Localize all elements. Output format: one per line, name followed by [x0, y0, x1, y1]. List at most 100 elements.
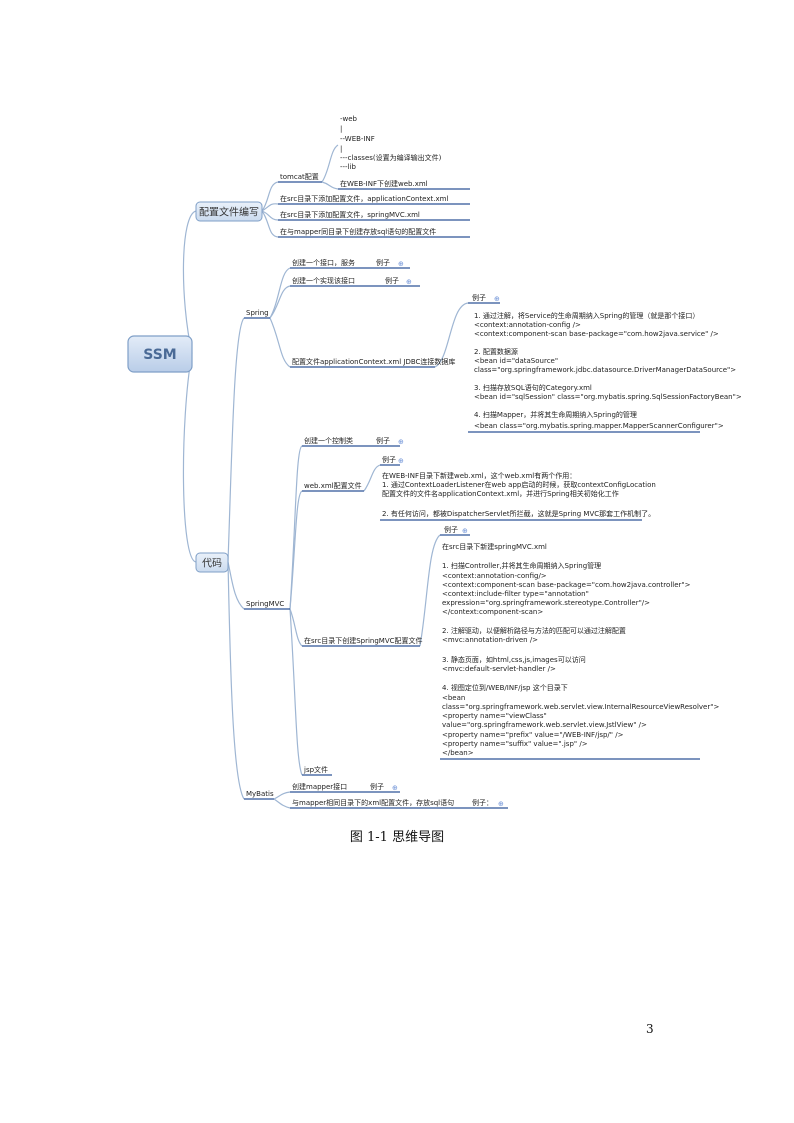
- svg-text:4. 扫描Mapper，并将其生命周期纳入Spring的管理: 4. 扫描Mapper，并将其生命周期纳入Spring的管理: [474, 410, 637, 419]
- tomcat-label[interactable]: tomcat配置: [280, 173, 319, 181]
- svg-text:<bean: <bean: [442, 694, 465, 702]
- webxml-detail-block: 在WEB-INF目录下新建web.xml，这个web.xml有两个作用： 1. …: [382, 471, 656, 518]
- config-item-springmvc[interactable]: 在src目录下添加配置文件，springMVC.xml: [280, 210, 420, 219]
- connector-mvc-item2: [289, 490, 303, 610]
- tree-line: ---lib: [340, 163, 356, 171]
- svg-text:</context:component-scan>: </context:component-scan>: [442, 608, 543, 616]
- spring-item-interface[interactable]: 创建一个接口，服务: [292, 258, 355, 267]
- expand-icon[interactable]: ⊕: [462, 527, 468, 535]
- connector-spring-item1: [269, 267, 291, 319]
- connector-config-item3: [261, 210, 279, 238]
- tree-line: --WEB-INF: [340, 135, 375, 143]
- connector-code-spring: [227, 317, 245, 563]
- spring-label[interactable]: Spring: [246, 309, 269, 317]
- expand-icon[interactable]: ⊕: [406, 278, 412, 286]
- connector-mvc-item4: [289, 608, 303, 776]
- svg-text:1. 扫描Controller,并将其生命周期纳入Sprin: 1. 扫描Controller,并将其生命周期纳入Spring管理: [442, 561, 601, 570]
- spring-item-impl[interactable]: 创建一个实现该接口: [292, 276, 355, 285]
- connector-config-tomcat: [261, 181, 279, 212]
- tree-line: |: [340, 125, 342, 133]
- springmvc-example-config[interactable]: 例子: [444, 525, 458, 534]
- connector-root-code: [182, 352, 197, 563]
- code-branch-node[interactable]: 代码: [195, 552, 229, 573]
- config-item-applicationcontext[interactable]: 在src目录下添加配置文件，applicationContext.xml: [280, 194, 448, 203]
- connector-code-springmvc: [227, 561, 245, 610]
- svg-text:<context:component-scan base-p: <context:component-scan base-package="co…: [474, 330, 719, 338]
- svg-text:2. 有任何访问，都被DispatcherServlet所拦: 2. 有任何访问，都被DispatcherServlet所拦截，这就是Sprin…: [382, 509, 655, 518]
- tree-line: |: [340, 145, 342, 153]
- springmvc-example-webxml[interactable]: 例子: [382, 455, 396, 464]
- svg-text:在WEB-INF目录下新建web.xml，这个web.xml: 在WEB-INF目录下新建web.xml，这个web.xml有两个作用：: [382, 471, 576, 480]
- config-branch-label: 配置文件编写: [199, 206, 259, 219]
- svg-text:配置文件的文件名applicationContext.xml: 配置文件的文件名applicationContext.xml，并进行Spring…: [382, 489, 619, 498]
- config-branch-node[interactable]: 配置文件编写: [195, 201, 263, 222]
- mybatis-example-2[interactable]: 例子：: [472, 798, 493, 807]
- tree-line: -web: [340, 115, 358, 123]
- mybatis-item-mapper[interactable]: 创建mapper接口: [292, 782, 347, 791]
- svg-text:<context:annotation-config/>: <context:annotation-config/>: [442, 572, 547, 580]
- svg-text:class="org.springframework.jdb: class="org.springframework.jdbc.datasour…: [474, 366, 736, 374]
- spring-example-1[interactable]: 例子: [376, 258, 390, 267]
- svg-text:class="org.springframework.web: class="org.springframework.web.servlet.v…: [442, 703, 719, 711]
- connector-mvc-item3: [289, 608, 303, 647]
- connector-config-item1: [261, 203, 279, 212]
- svg-text:<context:component-scan base-p: <context:component-scan base-package="co…: [442, 581, 691, 589]
- mind-map: SSM 配置文件编写 代码 tomcat配置 -web | --WEB-INF …: [127, 115, 742, 809]
- connector-mybatis-item2: [273, 798, 291, 809]
- svg-text:<bean id="dataSource": <bean id="dataSource": [474, 357, 558, 365]
- svg-text:<property name="suffix" value=: <property name="suffix" value=".jsp" />: [442, 740, 588, 748]
- svg-text:<context:include-filter type=": <context:include-filter type="annotation…: [442, 590, 589, 598]
- connector-tomcat-webxml: [321, 181, 339, 190]
- svg-text:1. 通过ContextLoaderListener在web: 1. 通过ContextLoaderListener在web app启动的时候，…: [382, 480, 656, 489]
- svg-text:value="org.springframework.web: value="org.springframework.web.servlet.v…: [442, 721, 647, 729]
- springmvc-item-jsp[interactable]: jsp文件: [303, 765, 328, 774]
- connector-spring-item2: [269, 285, 291, 319]
- root-node[interactable]: SSM: [127, 335, 193, 373]
- connectors: [182, 144, 469, 809]
- expand-icon[interactable]: ⊕: [392, 784, 398, 792]
- expand-icon[interactable]: ⊕: [494, 295, 500, 303]
- springmvc-label[interactable]: SpringMVC: [246, 600, 284, 608]
- code-branch-label: 代码: [202, 558, 222, 570]
- svg-text:2. 注解驱动，以便解析路径与方法的匹配可以通过注解配置: 2. 注解驱动，以便解析路径与方法的匹配可以通过注解配置: [442, 626, 626, 635]
- connector-root-config: [182, 210, 197, 354]
- svg-text:<bean class="org.mybatis.sprin: <bean class="org.mybatis.spring.mapper.M…: [474, 422, 724, 430]
- config-item-mapper-sql[interactable]: 在与mapper同目录下创建存放sql语句的配置文件: [280, 227, 436, 236]
- svg-text:<mvc:annotation-driven />: <mvc:annotation-driven />: [442, 636, 538, 644]
- springmvc-item-controller[interactable]: 创建一个控制类: [304, 436, 353, 445]
- svg-text:4. 视图定位到/WEB/INF/jsp 这个目录下: 4. 视图定位到/WEB/INF/jsp 这个目录下: [442, 683, 568, 692]
- figure-caption: 图 1-1 思维导图: [349, 830, 445, 845]
- spring-example-2[interactable]: 例子: [385, 276, 399, 285]
- connector-spring-item3: [269, 317, 291, 368]
- connector-mvc-config-detail: [419, 534, 441, 647]
- expand-icon[interactable]: ⊕: [398, 260, 404, 268]
- svg-text:<bean id="sqlSession" class="o: <bean id="sqlSession" class="org.mybatis…: [474, 393, 742, 401]
- connector-code-mybatis: [227, 561, 245, 800]
- connector-config-item2: [261, 210, 279, 221]
- mybatis-label[interactable]: MyBatis: [246, 790, 274, 798]
- svg-text:</bean>: </bean>: [442, 749, 474, 757]
- mybatis-item-xml[interactable]: 与mapper相同目录下的xml配置文件，存放sql语句: [292, 798, 454, 807]
- svg-text:3. 扫描存放SQL语句的Category.xml: 3. 扫描存放SQL语句的Category.xml: [474, 383, 592, 392]
- spring-item-config[interactable]: 配置文件applicationContext.xml JDBC连接数据库: [292, 357, 455, 366]
- svg-text:3. 静态页面，如html,css,js,images可以访: 3. 静态页面，如html,css,js,images可以访问: [442, 655, 586, 664]
- tomcat-tree: -web | --WEB-INF | ---classes(设置为编译输出文件)…: [340, 115, 442, 171]
- expand-icon[interactable]: ⊕: [398, 457, 404, 465]
- springmvc-item-config[interactable]: 在src目录下创建SpringMVC配置文件: [304, 636, 423, 645]
- underlines: [244, 181, 700, 809]
- springmvc-example-1[interactable]: 例子: [376, 436, 390, 445]
- tomcat-webxml[interactable]: 在WEB-INF下创建web.xml: [340, 179, 428, 188]
- spring-detail-block: 1. 通过注解，将Service的生命周期纳入Spring的管理（就是那个接口）…: [474, 311, 742, 430]
- svg-text:<mvc:default-servlet-handler /: <mvc:default-servlet-handler />: [442, 665, 556, 673]
- svg-text:<property name="viewClass": <property name="viewClass": [442, 712, 547, 720]
- svg-text:<property name="prefix" value=: <property name="prefix" value="/WEB-INF/…: [442, 731, 624, 739]
- expand-icon[interactable]: ⊕: [398, 438, 404, 446]
- springmvc-config-detail-block: 在src目录下新建springMVC.xml 1. 扫描Controller,并…: [442, 542, 719, 757]
- svg-text:2. 配置数据源: 2. 配置数据源: [474, 347, 518, 356]
- connector-mvc-webxml-detail: [363, 464, 381, 492]
- spring-detail-example[interactable]: 例子: [472, 293, 486, 302]
- mybatis-example-1[interactable]: 例子: [370, 782, 384, 791]
- expand-icon[interactable]: ⊕: [498, 800, 504, 808]
- svg-text:1. 通过注解，将Service的生命周期纳入Spring的: 1. 通过注解，将Service的生命周期纳入Spring的管理（就是那个接口）: [474, 311, 699, 320]
- springmvc-item-webxml[interactable]: web.xml配置文件: [304, 481, 362, 490]
